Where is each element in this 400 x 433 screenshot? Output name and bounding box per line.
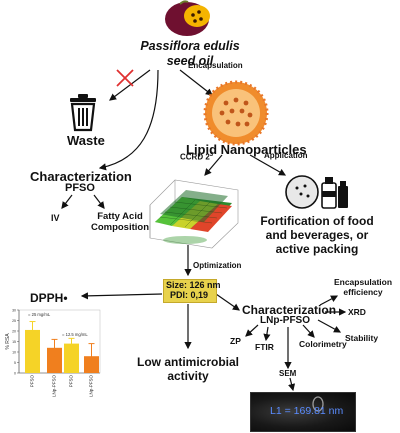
characterization-lnp-title: Characterization — [242, 303, 337, 317]
chart-y-tick-label: 20 — [12, 330, 16, 334]
stability-label: Stability — [345, 333, 379, 343]
chart-category-label: LNp-PFSO — [52, 375, 57, 398]
pdi-value: PDI: 0,19 — [170, 290, 209, 300]
fortification-line2: and beverages, or — [265, 228, 369, 242]
chart-y-tick-label: 15 — [12, 340, 16, 344]
chart-y-tick-label: 30 — [12, 309, 16, 313]
fortification-line1: Fortification of food — [260, 214, 374, 228]
dpph-label: DPPH• — [30, 291, 68, 305]
low-antimicrobial-line1: Low antimicrobial — [136, 355, 239, 369]
encapsulation-efficiency-line1: Encapsulation — [333, 277, 393, 287]
size-value: Size: 126 nm — [166, 280, 221, 290]
ccrd-label: CCRD 23 — [180, 152, 214, 162]
chart-category-label: PFSO — [30, 375, 35, 388]
optimization-result-box — [163, 279, 217, 303]
fatty-acid-line2: Composition — [90, 222, 150, 233]
application-label: Application — [264, 151, 308, 160]
chart-bar — [47, 347, 62, 373]
characterization-pfso-title: Characterization — [30, 169, 132, 184]
chart-category-label: LNp-PFSO — [89, 375, 94, 398]
iv-label: IV — [51, 213, 60, 223]
optimization-label: Optimization — [193, 261, 242, 270]
sem-label: SEM — [279, 369, 297, 378]
low-antimicrobial-line2: activity — [167, 369, 209, 383]
chart-bar — [64, 343, 79, 373]
waste-label: Waste — [67, 133, 105, 148]
source-title-line1: Passiflora edulis — [140, 39, 240, 53]
chart-category-label: PFSO — [69, 375, 74, 388]
characterization-pfso-subtitle: PFSO — [65, 182, 95, 194]
sem-measurement: L1 = 169.81 nm — [270, 405, 344, 417]
chart-y-tick-label: 25 — [12, 319, 16, 323]
ftir-label: FTIR — [255, 342, 274, 352]
fatty-acid-line1: Fatty Acid — [97, 211, 143, 222]
chart-group-label: = 25 mg/mL — [28, 312, 51, 317]
encapsulation-efficiency-line2: efficiency — [343, 287, 383, 297]
chart-y-tick-label: 5 — [14, 361, 16, 365]
colorimetry-label: Colorimetry — [299, 339, 347, 349]
fortification-line3: active packing — [275, 242, 359, 256]
encapsulation-label: Encapsulation — [188, 61, 243, 70]
chart-y-tick-label: 10 — [12, 351, 16, 355]
chart-group-label: = 12.5 mg/mL — [62, 332, 88, 337]
chart-bar — [25, 329, 40, 373]
characterization-lnp-subtitle: LNp-PFSO — [260, 315, 310, 326]
chart-y-tick-label: 0 — [14, 372, 16, 376]
xrd-label: XRD — [348, 307, 366, 317]
zp-label: ZP — [230, 336, 241, 346]
chart-y-axis-label: % RSA — [5, 333, 11, 350]
sem-micrograph — [250, 392, 356, 432]
lipid-nanoparticles-label: Lipid Nanoparticles — [186, 142, 307, 157]
source-title-line2: seed oil — [166, 54, 214, 68]
